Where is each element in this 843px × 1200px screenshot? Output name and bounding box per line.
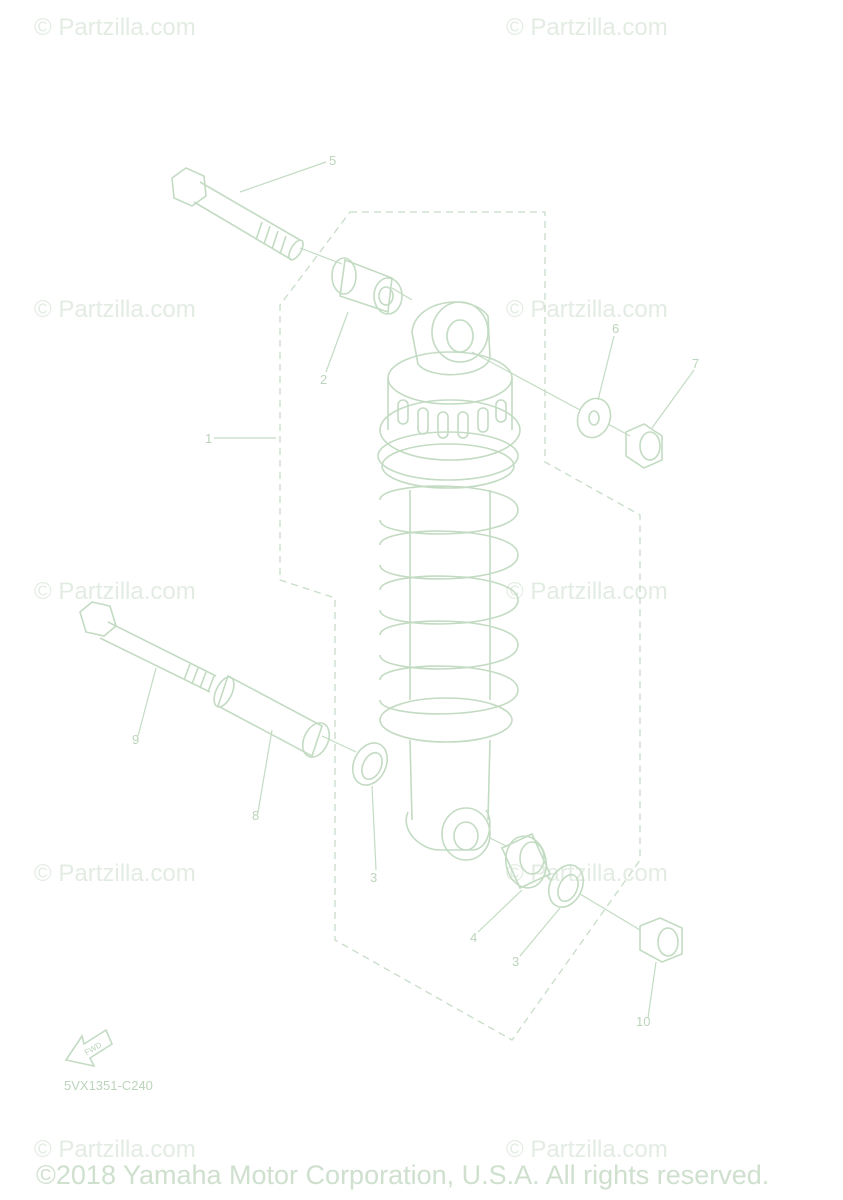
upper-collar [331,257,403,315]
copyright-notice: ©2018 Yamaha Motor Corporation, U.S.A. A… [36,1160,770,1190]
washer [576,397,612,439]
callout-label: 7 [692,356,699,371]
callout-label: 3 [370,870,377,885]
upper-bolt [171,167,304,261]
assembly-outline [279,211,641,1041]
bearing [500,832,552,890]
upper-nut [625,423,663,469]
watermark: © Partzilla.com [34,1136,196,1163]
callout-label: 10 [636,1014,650,1029]
watermark: © Partzilla.com [34,860,196,887]
callout-label: 4 [470,930,477,945]
lower-bolt [79,601,217,693]
callout-label: 6 [612,321,619,336]
callout-label: 2 [320,372,327,387]
callout-label: 8 [252,808,259,823]
callout-label: 9 [132,732,139,747]
lower-collar [213,674,331,758]
watermark: © Partzilla.com [34,14,196,41]
shock-absorber [377,301,521,861]
watermark: © Partzilla.com [34,578,196,605]
callout-label: 1 [205,431,212,446]
watermark: © Partzilla.com [506,578,668,605]
watermark: © Partzilla.com [506,296,668,323]
watermark: © Partzilla.com [34,296,196,323]
callout-label: 5 [329,153,336,168]
axis-line [321,735,641,931]
watermark: © Partzilla.com [506,14,668,41]
fwd-arrow-icon: FWD [64,1028,114,1068]
watermark: © Partzilla.com [506,1136,668,1163]
diagram-code: 5VX1351-C240 [64,1078,153,1093]
callout-label: 3 [512,954,519,969]
lower-nut [639,917,683,963]
oil-seal-left [351,742,389,786]
axis-line [299,247,631,437]
oil-seal-right [547,864,585,908]
